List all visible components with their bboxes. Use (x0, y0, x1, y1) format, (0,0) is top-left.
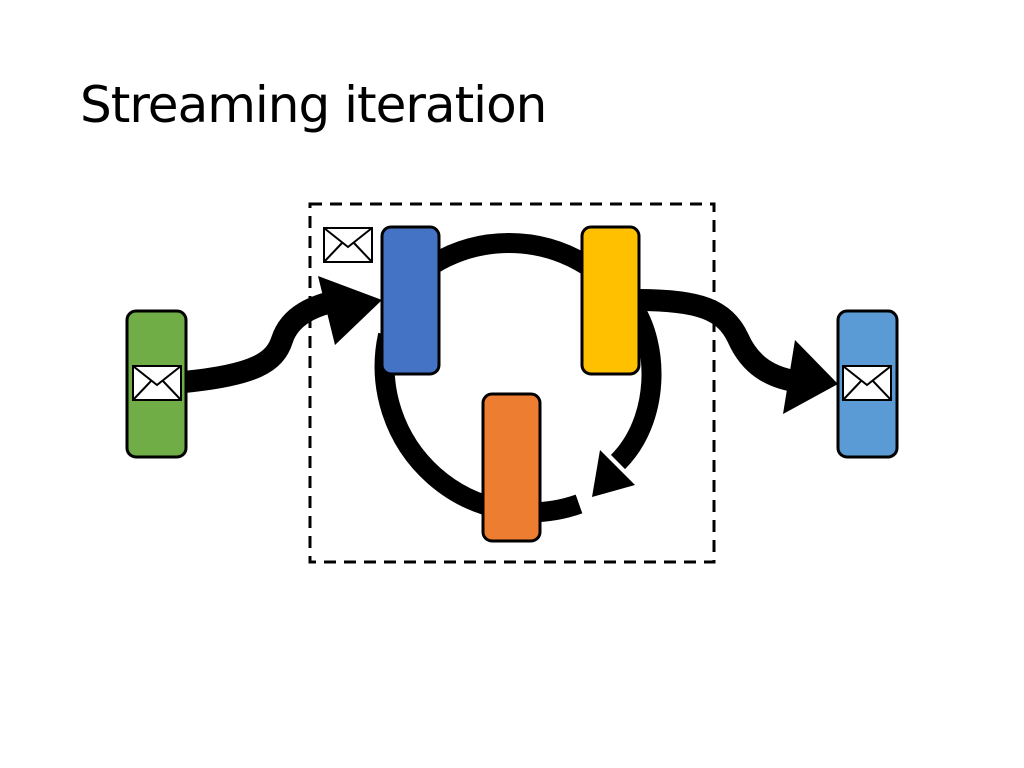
output-stream-arrow (637, 289, 802, 393)
input-stream-arrow (182, 289, 343, 393)
slide-title: Streaming iteration (80, 76, 547, 134)
output-arrowhead (783, 340, 838, 414)
loop-step-yellow (580, 225, 641, 376)
loop-arrowhead (592, 450, 635, 497)
input-arrowhead (318, 276, 382, 345)
loop-right-arc (610, 299, 662, 470)
envelope-icon (323, 227, 373, 263)
loop-step-orange (481, 392, 542, 543)
envelope-icon (842, 365, 892, 401)
iteration-boundary (308, 202, 716, 564)
envelope-icon (132, 365, 182, 401)
loop-step-blue (380, 225, 441, 376)
loop-top-arc (426, 233, 592, 274)
